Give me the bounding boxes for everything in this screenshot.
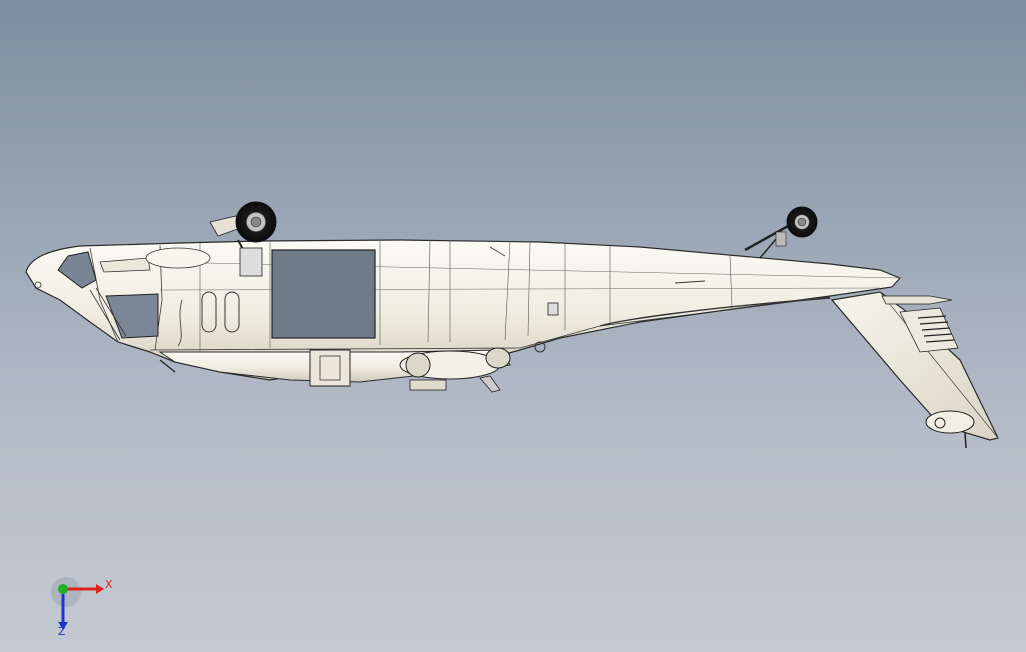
z-axis-head [58, 622, 68, 630]
tail-landing-gear[interactable] [744, 206, 818, 259]
cabin-door[interactable] [271, 249, 376, 339]
cockpit[interactable] [34, 247, 211, 341]
z-axis-label: Z [58, 625, 66, 636]
engine-nacelle[interactable] [158, 347, 511, 393]
y-axis-dot [58, 584, 68, 594]
side-windows [177, 291, 240, 347]
main-landing-gear[interactable] [209, 201, 277, 277]
tail-fin[interactable] [830, 291, 999, 449]
axis-triad: X Z [51, 577, 113, 636]
x-axis-head [96, 584, 104, 594]
x-axis-label: X [105, 578, 113, 591]
